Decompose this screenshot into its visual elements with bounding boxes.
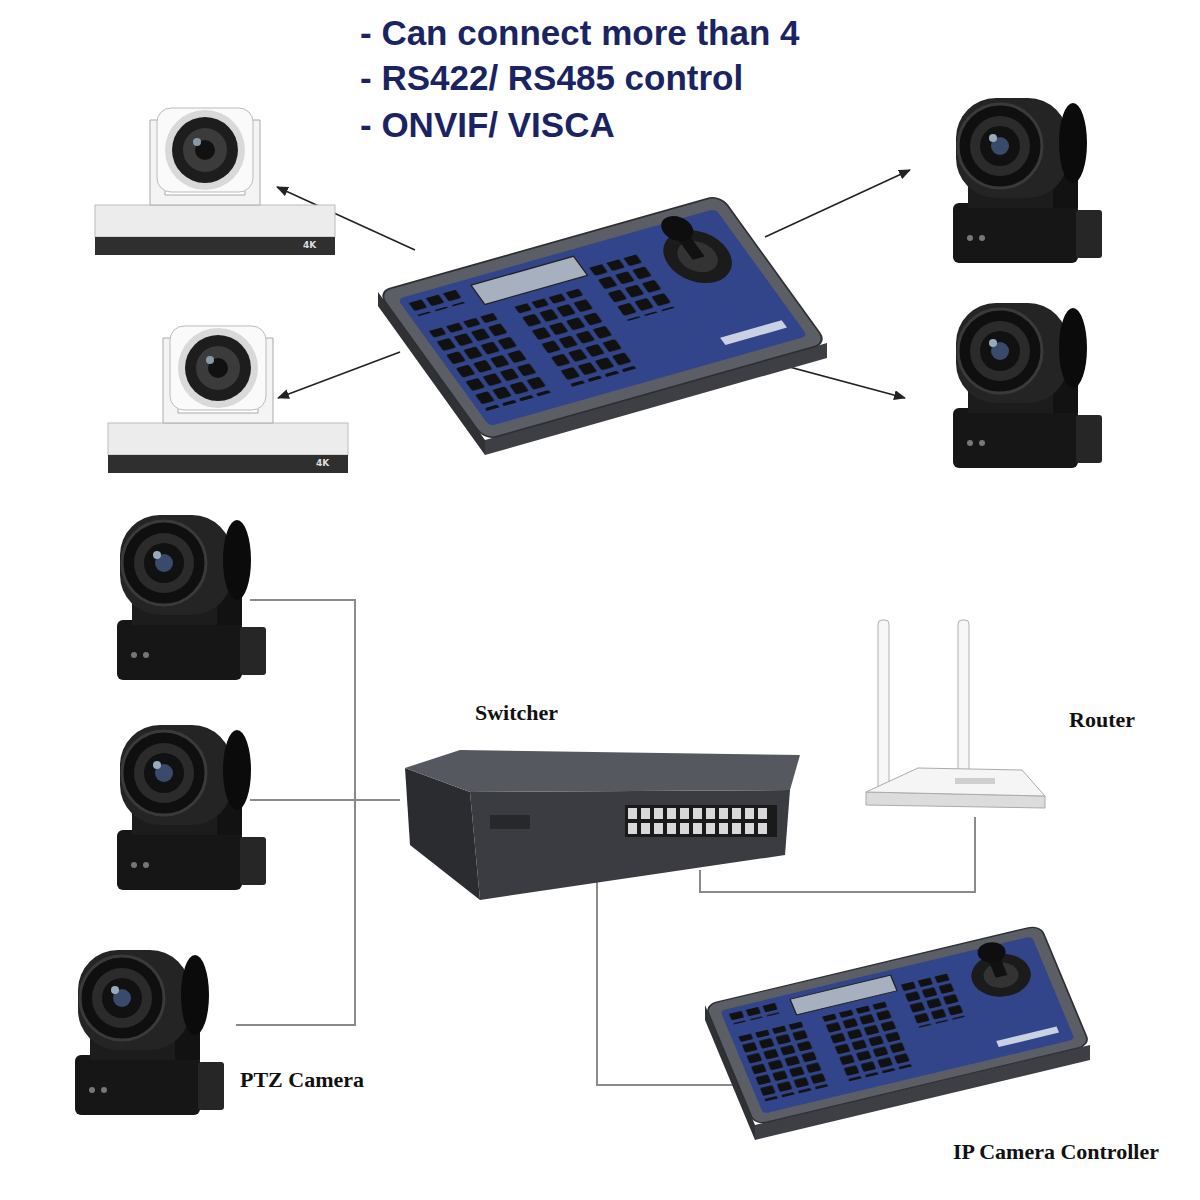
feature-bullet: - ONVIF/ VISCA xyxy=(360,104,615,146)
device-label: PTZ Camera xyxy=(240,1067,364,1092)
model-badge: 4K xyxy=(303,240,316,251)
feature-bullet: - Can connect more than 4 xyxy=(360,12,800,54)
device-label: Router xyxy=(1069,707,1135,732)
network-cable xyxy=(236,800,400,1025)
network-switch: Switcher xyxy=(400,695,805,870)
device-label: Switcher xyxy=(475,700,558,725)
router: Router xyxy=(865,612,1145,817)
model-badge: 4K xyxy=(316,458,329,469)
ptz-camera: PTZ Camera xyxy=(68,942,236,1108)
network-cable xyxy=(597,870,735,1085)
device-label: IP Camera Controller xyxy=(953,1139,1159,1164)
feature-bullet: - RS422/ RS485 control xyxy=(360,57,743,99)
ip-camera-controller: IP Camera Controller xyxy=(735,898,1165,1170)
